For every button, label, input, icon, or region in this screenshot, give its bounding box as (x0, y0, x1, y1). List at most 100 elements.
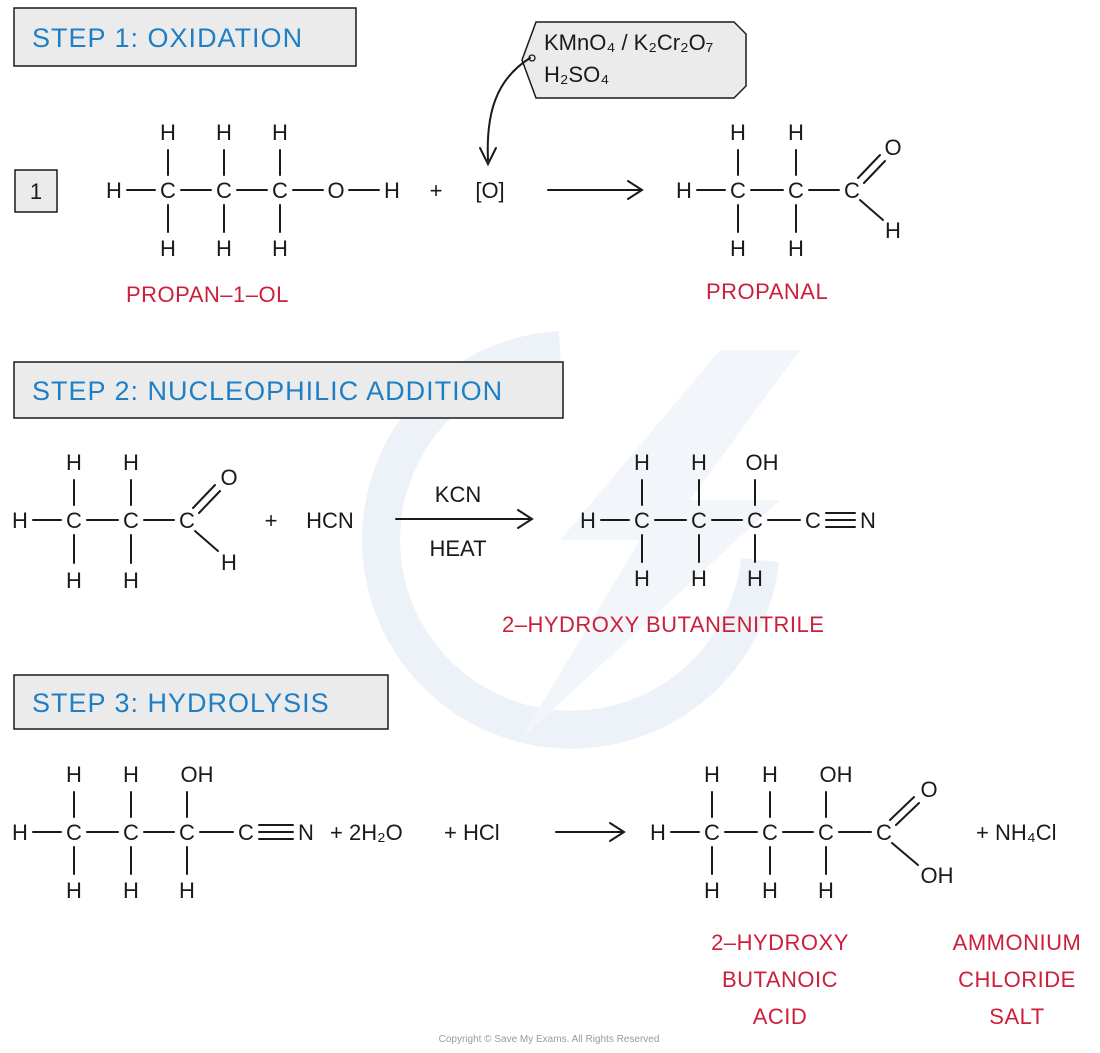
svg-text:H: H (704, 878, 720, 903)
svg-text:C: C (272, 178, 288, 203)
svg-text:O: O (327, 178, 344, 203)
svg-text:C: C (730, 178, 746, 203)
svg-text:C: C (179, 508, 195, 533)
svg-text:C: C (634, 508, 650, 533)
svg-text:H: H (730, 120, 746, 145)
propanal-structure: H C C C H H H H O H (676, 120, 902, 261)
svg-text:N: N (298, 820, 314, 845)
condition-heat: HEAT (429, 536, 486, 561)
svg-text:OH: OH (820, 762, 853, 787)
step-1-heading-box (13, 7, 357, 67)
acid-name-line-2: BUTANOIC (722, 967, 838, 992)
svg-text:C: C (66, 508, 82, 533)
svg-text:C: C (762, 820, 778, 845)
hcn-reagent: HCN (306, 508, 354, 533)
reagent-line-2: H₂SO₄ (544, 62, 609, 87)
svg-text:H: H (216, 120, 232, 145)
hydroxy-butanenitrile-reactant-structure: H C C C C N H H OH H H H (12, 762, 314, 903)
salt-name-line-2: CHLORIDE (958, 967, 1076, 992)
svg-text:H: H (650, 820, 666, 845)
svg-text:H: H (272, 236, 288, 261)
salt-name-line-1: AMMONIUM (953, 930, 1082, 955)
svg-text:H: H (123, 568, 139, 593)
svg-text:H: H (730, 236, 746, 261)
reagent-tag (521, 21, 747, 99)
salt-name-line-3: SALT (989, 1004, 1044, 1029)
step-1-reaction-arrow (547, 180, 644, 200)
step-1: STEP 1: OXIDATION KMnO₄ / K₂Cr₂O₇ H₂SO₄ … (13, 7, 902, 307)
svg-text:C: C (788, 178, 804, 203)
svg-text:H: H (272, 120, 288, 145)
svg-text:C: C (123, 820, 139, 845)
reagent-pointer-arrow (486, 57, 531, 161)
svg-text:H: H (384, 178, 400, 203)
svg-text:H: H (818, 878, 834, 903)
svg-text:H: H (885, 218, 901, 243)
svg-text:H: H (762, 878, 778, 903)
svg-text:H: H (106, 178, 122, 203)
svg-text:H: H (747, 566, 763, 591)
ammonium-chloride-byproduct: + NH₄Cl (976, 820, 1057, 845)
svg-text:C: C (238, 820, 254, 845)
svg-text:H: H (691, 450, 707, 475)
step-2-plus: + (265, 508, 278, 533)
reagent-line-1: KMnO₄ / K₂Cr₂O₇ (544, 30, 713, 55)
svg-text:H: H (704, 762, 720, 787)
hydroxy-butanenitrile-name: 2–HYDROXY BUTANENITRILE (502, 612, 824, 637)
svg-text:H: H (788, 236, 804, 261)
svg-text:C: C (704, 820, 720, 845)
svg-text:H: H (12, 508, 28, 533)
hydroxy-butanenitrile-structure: H C C C C N H H OH H H H (580, 450, 876, 591)
hydroxy-butanoic-acid-structure: H C C C C H H OH H H H O OH (650, 762, 953, 903)
svg-text:OH: OH (746, 450, 779, 475)
reaction-number: 1 (30, 179, 42, 204)
svg-text:H: H (634, 450, 650, 475)
svg-text:C: C (747, 508, 763, 533)
condition-kcn: KCN (435, 482, 481, 507)
svg-text:H: H (179, 878, 195, 903)
reaction-number-box (14, 169, 58, 213)
propan-1-ol-structure: H C C C O H H H H H H H (106, 120, 400, 261)
svg-text:H: H (221, 550, 237, 575)
reagent-pointer-arrowhead (479, 147, 497, 167)
step-3-reaction-arrow (555, 822, 626, 842)
step-3-heading-box (13, 674, 389, 730)
svg-text:C: C (691, 508, 707, 533)
propan-1-ol-name: PROPAN–1–OL (126, 282, 289, 307)
oxidising-agent: [O] (475, 178, 504, 203)
svg-text:H: H (762, 762, 778, 787)
svg-text:C: C (179, 820, 195, 845)
svg-text:OH: OH (921, 863, 954, 888)
acid-name-line-1: 2–HYDROXY (711, 930, 849, 955)
svg-text:H: H (123, 450, 139, 475)
svg-text:H: H (160, 120, 176, 145)
step-2-heading-box (13, 361, 564, 419)
svg-text:H: H (160, 236, 176, 261)
copyright-notice: Copyright © Save My Exams. All Rights Re… (439, 1034, 660, 1045)
svg-text:C: C (876, 820, 892, 845)
svg-text:C: C (844, 178, 860, 203)
svg-text:H: H (123, 762, 139, 787)
step-1-plus: + (430, 178, 443, 203)
svg-text:H: H (66, 450, 82, 475)
svg-text:O: O (920, 777, 937, 802)
svg-text:OH: OH (181, 762, 214, 787)
svg-text:H: H (788, 120, 804, 145)
svg-text:O: O (220, 465, 237, 490)
svg-text:H: H (123, 878, 139, 903)
svg-text:C: C (66, 820, 82, 845)
acid-name-line-3: ACID (753, 1004, 808, 1029)
svg-text:N: N (860, 508, 876, 533)
svg-text:C: C (818, 820, 834, 845)
svg-text:H: H (676, 178, 692, 203)
propanal-name: PROPANAL (706, 279, 828, 304)
svg-text:H: H (12, 820, 28, 845)
step-2: STEP 2: NUCLEOPHILIC ADDITION H C C C H … (12, 361, 876, 637)
svg-text:H: H (66, 568, 82, 593)
hcl-reagent: + HCl (444, 820, 500, 845)
svg-text:H: H (66, 878, 82, 903)
step-3: STEP 3: HYDROLYSIS H C C C C N H H OH H … (12, 674, 1082, 1029)
step-2-heading: STEP 2: NUCLEOPHILIC ADDITION (32, 376, 503, 406)
step-1-heading: STEP 1: OXIDATION (32, 23, 303, 53)
